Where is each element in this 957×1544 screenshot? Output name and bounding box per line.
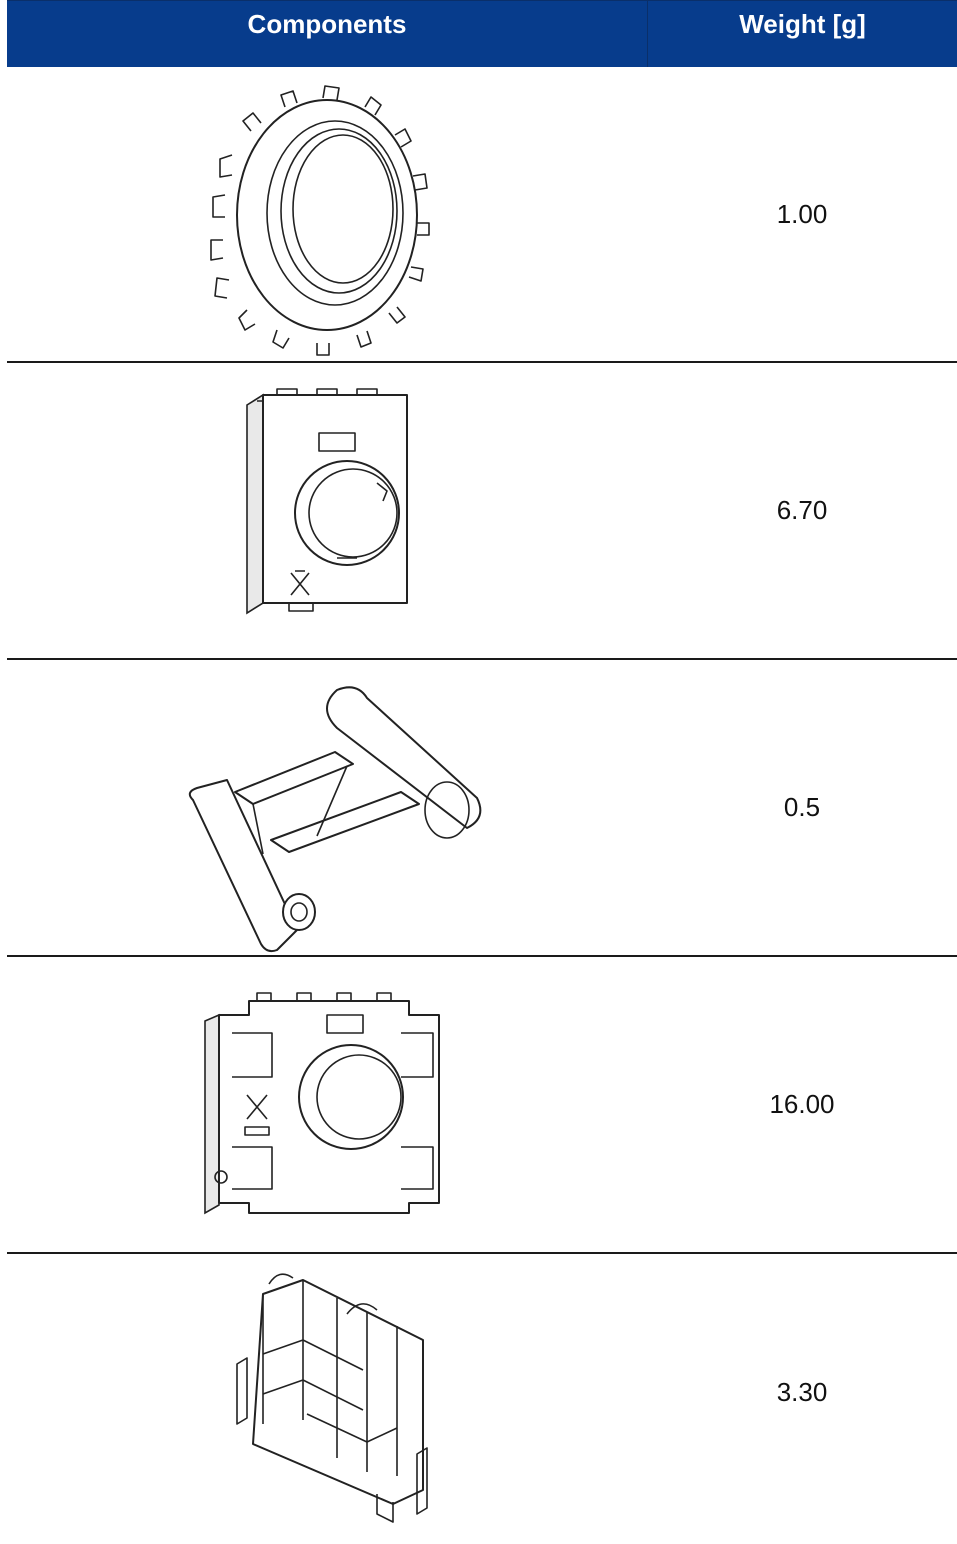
weight-value: 6.70 bbox=[776, 495, 828, 525]
table-row: 16.00 bbox=[7, 957, 957, 1254]
weight-value: 0.5 bbox=[783, 792, 821, 822]
weight-value: 1.00 bbox=[776, 198, 828, 229]
weight-value: 16.00 bbox=[769, 1089, 835, 1119]
contact-block-holder-icon bbox=[7, 1254, 647, 1530]
mounting-frame-large-icon bbox=[7, 957, 647, 1252]
header-weight: Weight [g] bbox=[647, 1, 957, 67]
header-components: Components bbox=[247, 9, 407, 39]
components-weight-table: Components Weight [g] 1.00 bbox=[7, 0, 957, 1530]
table-header: Components Weight [g] bbox=[7, 0, 957, 67]
table-row: 1.00 bbox=[7, 67, 957, 363]
front-frame-small-icon bbox=[7, 363, 647, 658]
ring-nut-icon bbox=[7, 67, 647, 361]
table-row: 6.70 bbox=[7, 363, 957, 660]
table-row: 0.5 bbox=[7, 660, 957, 957]
hinge-clip-icon bbox=[7, 660, 647, 955]
weight-value: 3.30 bbox=[776, 1376, 828, 1407]
table-row: 3.30 bbox=[7, 1254, 957, 1530]
